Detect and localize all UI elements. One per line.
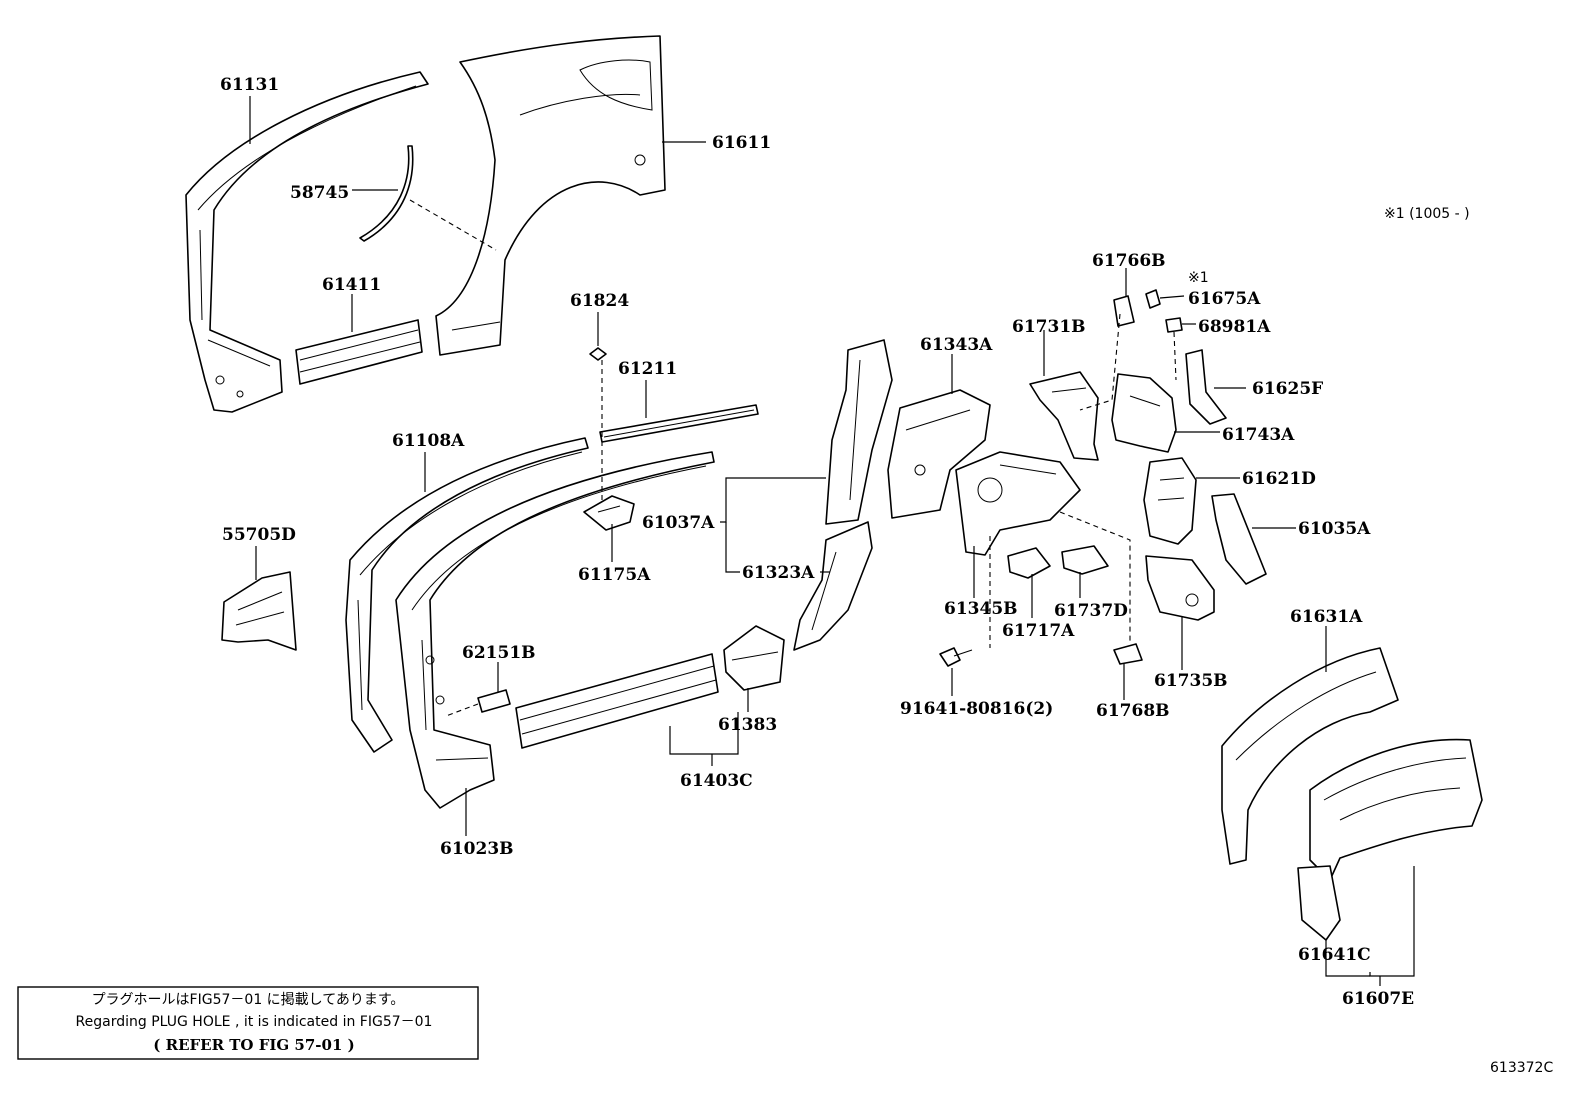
part-61383-drawing <box>723 625 785 691</box>
label-61675A: 61675A <box>1188 289 1261 309</box>
note-line-jp: プラグホールはFIG57－01 に掲載してあります。 <box>92 992 405 1008</box>
part-61035A-drawing <box>1211 493 1267 585</box>
part-61768B-drawing <box>1113 643 1143 665</box>
label-61621D: 61621D <box>1242 469 1316 489</box>
label-61037A: 61037A <box>642 513 715 533</box>
label-61766B: 61766B <box>1092 251 1166 271</box>
label-61175A: 61175A <box>578 565 651 585</box>
part-91641-drawing <box>939 647 973 667</box>
label-61631A: 61631A <box>1290 607 1363 627</box>
dashed-connectors <box>409 199 1177 717</box>
label-61403C: 61403C <box>680 771 753 791</box>
label-61343A: 61343A <box>920 335 993 355</box>
label-61131: 61131 <box>220 75 279 95</box>
part-61675A-drawing <box>1145 289 1161 309</box>
label-61607E: 61607E <box>1342 989 1414 1009</box>
part-68981A-drawing <box>1165 317 1183 333</box>
label-61625F: 61625F <box>1252 379 1323 399</box>
label-61211: 61211 <box>618 359 677 379</box>
part-61743A-drawing <box>1111 373 1177 453</box>
label-61824: 61824 <box>570 291 629 311</box>
label-68981A: 68981A <box>1198 317 1271 337</box>
note-reference: ( REFER TO FIG 57-01 ) <box>153 1036 354 1054</box>
label-58745: 58745 <box>290 183 349 203</box>
label-61641C: 61641C <box>1298 945 1371 965</box>
part-61735B-drawing <box>1145 555 1215 621</box>
label-55705D: 55705D <box>222 525 296 545</box>
label-61023B: 61023B <box>440 839 514 859</box>
part-61824-drawing <box>589 347 607 361</box>
part-labels: 61131 58745 61411 61611 61824 61211 6110… <box>220 75 1414 1009</box>
part-61625F-drawing <box>1185 349 1227 425</box>
label-61035A: 61035A <box>1298 519 1371 539</box>
part-61621D-drawing <box>1143 457 1197 545</box>
part-61323A-drawing <box>793 521 873 651</box>
part-61023B-drawing <box>395 451 715 809</box>
label-61345B: 61345B <box>944 599 1018 619</box>
part-61611-drawing <box>435 35 666 356</box>
part-61131-drawing <box>185 71 429 413</box>
label-61323A: 61323A <box>742 563 815 583</box>
part-61108A-drawing <box>345 437 589 753</box>
label-61411: 61411 <box>322 275 381 295</box>
label-61737D: 61737D <box>1054 601 1128 621</box>
note-line-en: Regarding PLUG HOLE , it is indicated in… <box>76 1014 433 1030</box>
label-61717A: 61717A <box>1002 621 1075 641</box>
part-61641C-drawing <box>1297 738 1483 941</box>
part-62151B-drawing <box>477 689 511 713</box>
figure-id: 613372C <box>1490 1060 1553 1076</box>
part-61717A-drawing <box>1007 547 1051 579</box>
label-61731B: 61731B <box>1012 317 1086 337</box>
part-61766B-drawing <box>1113 295 1135 327</box>
part-61731B-drawing <box>1029 371 1099 461</box>
label-61735B: 61735B <box>1154 671 1228 691</box>
label-61743A: 61743A <box>1222 425 1295 445</box>
part-61175A-drawing <box>583 495 635 531</box>
plug-hole-note: プラグホールはFIG57－01 に掲載してあります。 Regarding PLU… <box>17 986 479 1060</box>
part-58745-drawing <box>359 145 414 242</box>
range-note: ※1 (1005 - ) <box>1384 206 1470 222</box>
label-62151B: 62151B <box>462 643 536 663</box>
part-61737D-drawing <box>1061 545 1109 575</box>
part-61411-drawing <box>295 319 423 385</box>
label-61108A: 61108A <box>392 431 465 451</box>
leader-lines <box>249 96 1415 986</box>
label-91641-80816: 91641-80816(2) <box>900 699 1053 719</box>
part-61037A-drawing <box>825 339 893 525</box>
marker-1: ※1 <box>1188 270 1209 286</box>
part-61343A-drawing <box>887 389 991 519</box>
label-61611: 61611 <box>712 133 771 153</box>
note-box <box>17 986 479 1060</box>
part-61403C-drawing <box>515 653 719 749</box>
part-55705D-drawing <box>221 571 297 651</box>
part-61345B-drawing <box>955 451 1081 556</box>
part-61631A-drawing <box>1221 647 1399 865</box>
part-61211-drawing <box>599 404 759 443</box>
label-61383: 61383 <box>718 715 777 735</box>
label-61768B: 61768B <box>1096 701 1170 721</box>
